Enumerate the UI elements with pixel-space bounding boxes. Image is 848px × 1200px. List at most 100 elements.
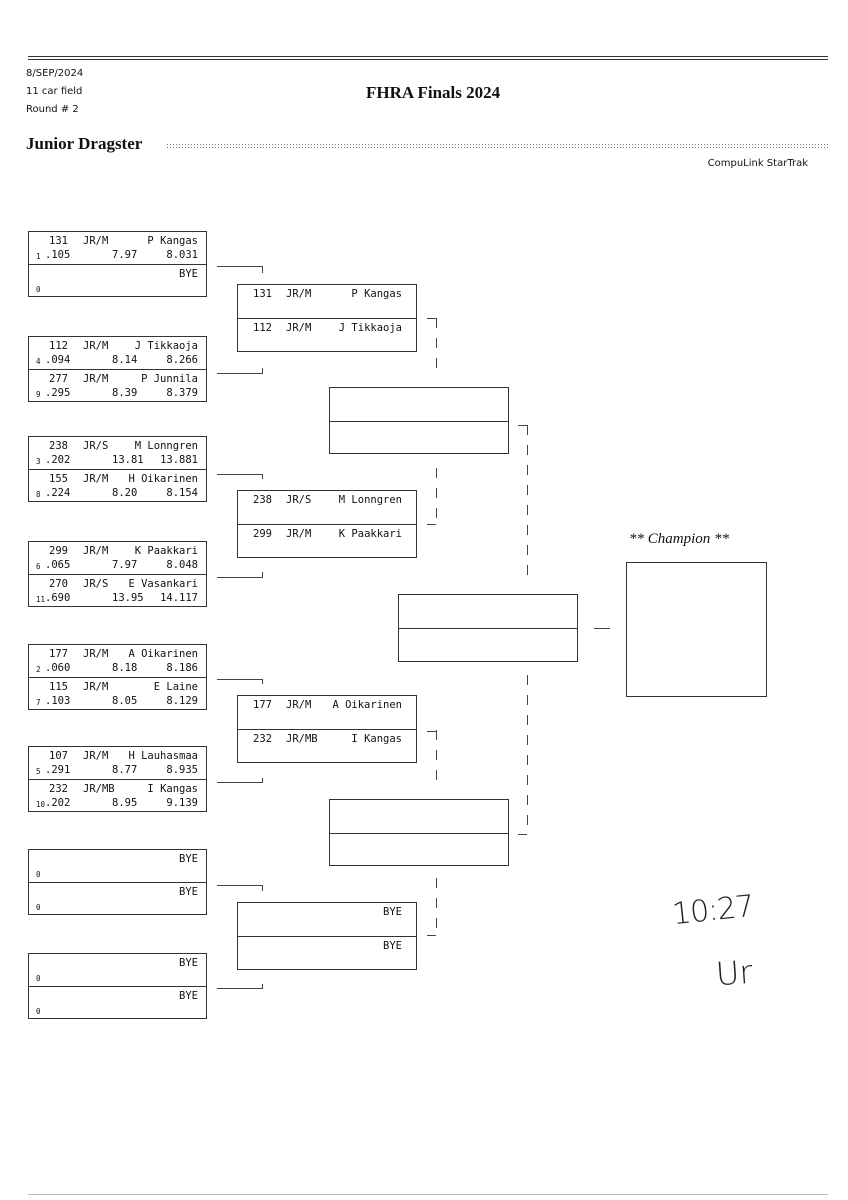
field-size: 11 car field <box>26 86 83 97</box>
car-number: 155 <box>49 473 68 485</box>
connector-r2-0 <box>436 318 437 375</box>
seed-number: 0 <box>36 285 41 294</box>
driver-name: A Oikarinen <box>128 648 198 660</box>
elapsed-time: 13.81 <box>112 454 144 466</box>
connector-r1-0 <box>217 266 263 273</box>
seed-number: 2 <box>36 665 41 674</box>
elapsed-time: 8.39 <box>112 387 138 399</box>
brand-label: CompuLink StarTrak <box>707 158 808 169</box>
connector-final <box>594 628 610 629</box>
seed-number: 7 <box>36 698 41 707</box>
connector-r1-1 <box>217 368 263 374</box>
driver-name: J Tikkaoja <box>134 340 198 352</box>
seed-number: 5 <box>36 767 41 776</box>
driver-name: M Lonngren <box>134 440 198 452</box>
class-label: JR/M <box>83 340 109 352</box>
reaction-time: .202 <box>45 454 71 466</box>
reaction-time: .291 <box>45 764 71 776</box>
connector-tick <box>518 425 527 426</box>
driver-name: I Kangas <box>147 783 198 795</box>
class-label: JR/M <box>286 322 312 334</box>
dial-in: 8.266 <box>166 354 198 366</box>
seed-number: 9 <box>36 390 41 399</box>
race-date: 8/SEP/2024 <box>26 68 84 79</box>
elapsed-time: 8.77 <box>112 764 138 776</box>
reaction-time: .202 <box>45 797 71 809</box>
connector-r1-3 <box>217 572 263 578</box>
dial-in: 8.186 <box>166 662 198 674</box>
car-number: 177 <box>253 699 272 711</box>
class-label: JR/M <box>83 473 109 485</box>
top-rule-2 <box>28 59 828 60</box>
seed-number: 4 <box>36 357 41 366</box>
driver-name: BYE <box>179 886 198 898</box>
connector-r2-3 <box>436 878 437 935</box>
class-label: JR/M <box>83 750 109 762</box>
dial-in: 13.881 <box>160 454 198 466</box>
seed-number: 0 <box>36 974 41 983</box>
car-number: 299 <box>49 545 68 557</box>
dial-in: 8.379 <box>166 387 198 399</box>
driver-name: P Kangas <box>351 288 402 300</box>
final-box <box>398 594 578 662</box>
connector-r1-5 <box>217 778 263 783</box>
connector-tick <box>427 731 436 732</box>
handwritten-initials: Ur <box>714 952 754 994</box>
champion-label: ** Champion ** <box>629 531 730 547</box>
lane-bottom: BYE <box>238 937 416 971</box>
dial-in: 8.935 <box>166 764 198 776</box>
class-label: JR/M <box>83 235 109 247</box>
car-number: 112 <box>49 340 68 352</box>
driver-name: BYE <box>179 957 198 969</box>
car-number: 270 <box>49 578 68 590</box>
dial-in: 9.139 <box>166 797 198 809</box>
seed-number: 0 <box>36 1007 41 1016</box>
driver-name: BYE <box>179 990 198 1002</box>
elapsed-time: 8.05 <box>112 695 138 707</box>
handwritten-time: 10:27 <box>670 888 756 933</box>
car-number: 107 <box>49 750 68 762</box>
car-number: 115 <box>49 681 68 693</box>
class-label: JR/MB <box>286 733 318 745</box>
seed-number: 0 <box>36 870 41 879</box>
lane-top: BYE 0 <box>29 954 206 987</box>
connector-tick <box>518 834 527 835</box>
bottom-rule <box>28 1194 828 1195</box>
semifinal-box-1 <box>329 387 509 454</box>
lane-top: BYE <box>238 903 416 937</box>
class-title: Junior Dragster <box>26 134 143 153</box>
driver-name: I Kangas <box>351 733 402 745</box>
elapsed-time: 8.18 <box>112 662 138 674</box>
top-rule <box>28 56 828 57</box>
class-label: JR/M <box>83 648 109 660</box>
reaction-time: .224 <box>45 487 71 499</box>
connector-sf-1 <box>527 425 528 585</box>
reaction-time: .065 <box>45 559 71 571</box>
round-number: Round # 2 <box>26 104 79 115</box>
reaction-time: .094 <box>45 354 71 366</box>
champion-box <box>626 562 767 697</box>
event-title: FHRA Finals 2024 <box>366 83 501 102</box>
lane-bottom: BYE 0 <box>29 987 206 1020</box>
